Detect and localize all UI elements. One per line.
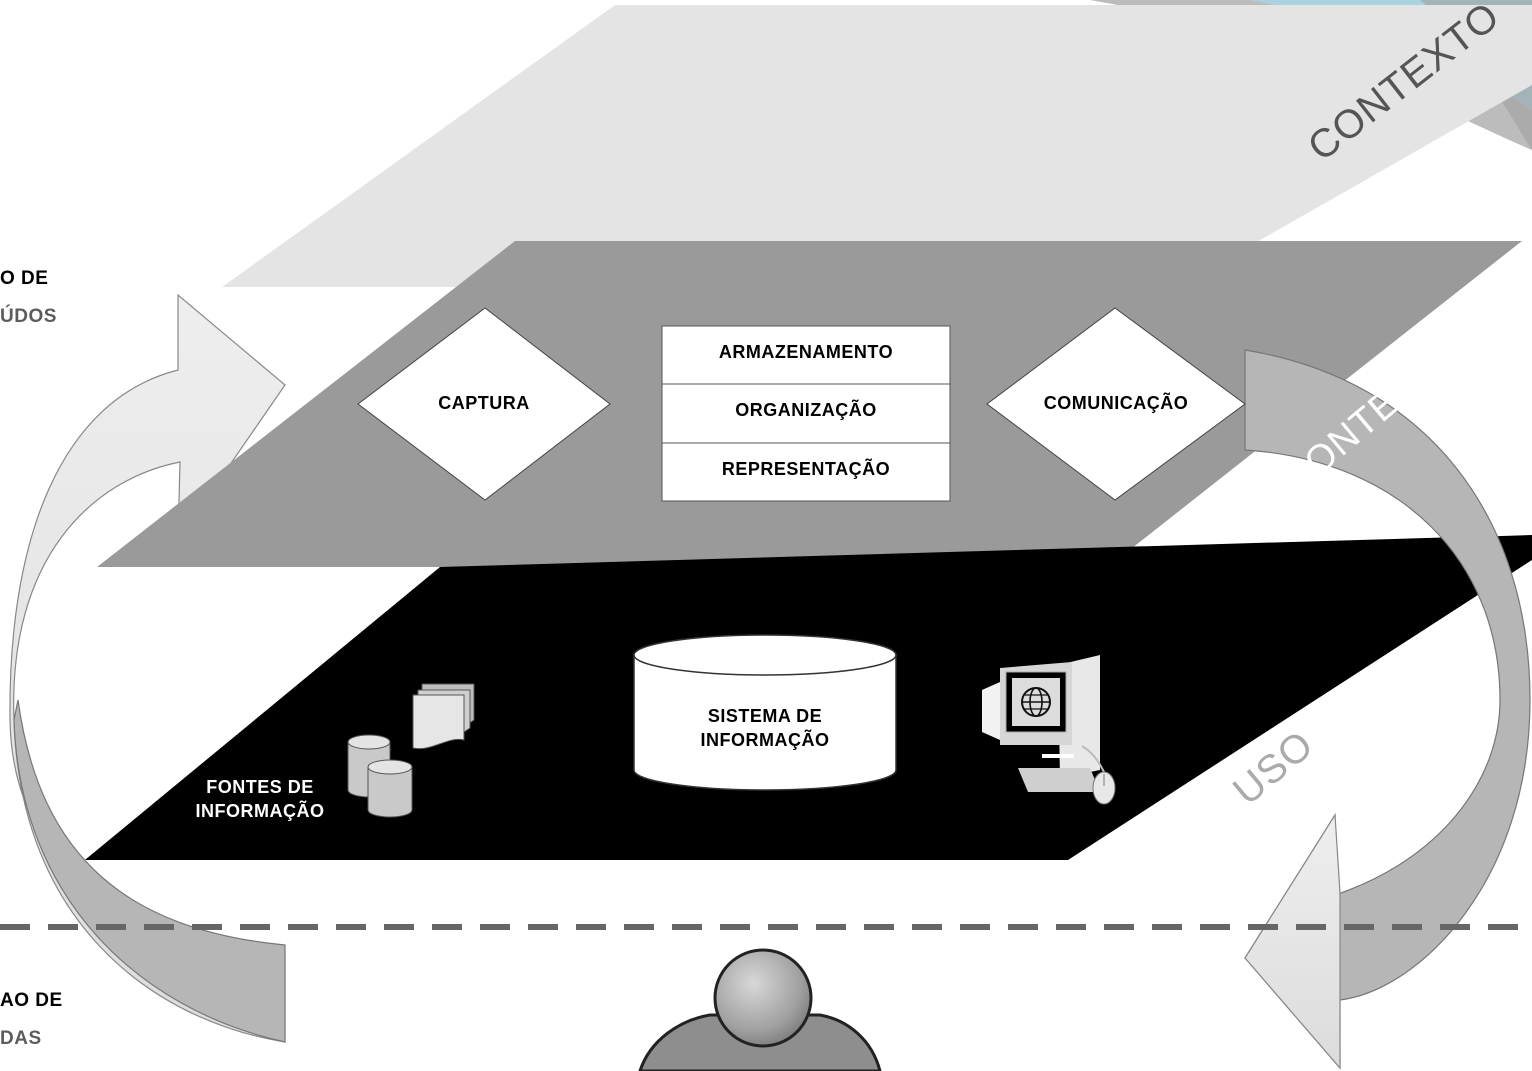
sources-label-2: INFORMAÇÃO: [195, 801, 325, 821]
left-bottom-label-2: DAS: [0, 1028, 42, 1049]
capture-diamond: [357, 307, 611, 501]
communication-diamond: [986, 307, 1246, 501]
organization-label: ORGANIZAÇÃO: [735, 400, 877, 420]
left-top-label-1: O DE: [0, 268, 49, 289]
left-bottom-label-1: AO DE: [0, 990, 63, 1011]
database-icon: [347, 734, 413, 818]
storage-label: ARMAZENAMENTO: [718, 342, 894, 362]
globe-icon: [1021, 687, 1051, 717]
process-stack: [661, 325, 951, 502]
system-cylinder: [633, 634, 897, 791]
communication-label: COMUNICAÇÃO: [1043, 393, 1189, 413]
context-plane: [222, 5, 1532, 287]
left-arrow-tail: [13, 699, 286, 1043]
left-top-label-2: ÚDOS: [0, 306, 57, 327]
capture-label: CAPTURA: [438, 393, 530, 413]
system-label-1: SISTEMA DE: [707, 706, 823, 726]
user-icon: [638, 948, 882, 1071]
documents-icon: [412, 683, 475, 750]
sources-label-1: FONTES DE: [206, 777, 314, 797]
computer-icon: [982, 655, 1116, 805]
system-label-2: INFORMAÇÃO: [700, 730, 830, 750]
representation-label: REPRESENTAÇÃO: [721, 459, 891, 479]
